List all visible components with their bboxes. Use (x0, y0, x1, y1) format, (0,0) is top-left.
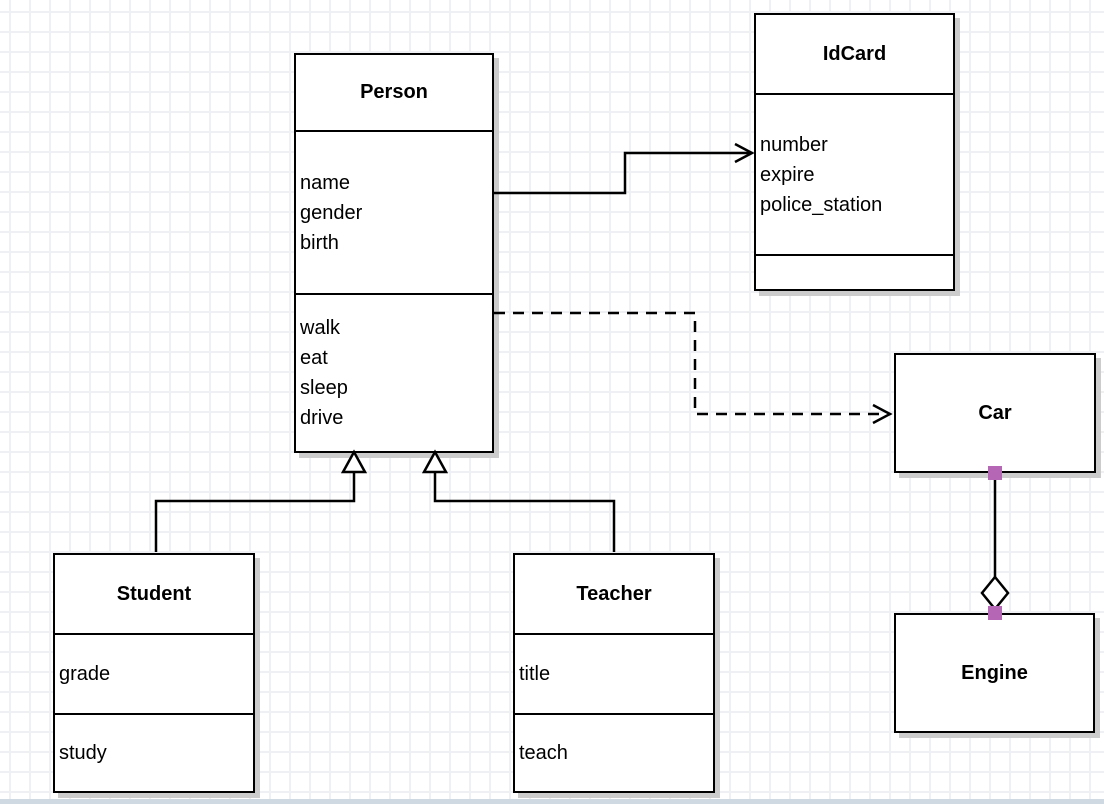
attributes-section-idcard: number expire police_station (756, 95, 953, 256)
dependency-person-car[interactable] (494, 311, 893, 425)
method-row: teach (519, 742, 568, 764)
class-title-car: Car (978, 401, 1012, 424)
method-row: study (59, 742, 107, 764)
generalization-student-person[interactable] (154, 449, 368, 552)
attributes-section-student: grade (55, 635, 253, 715)
class-box-idcard[interactable]: IdCard number expire police_station (754, 13, 955, 291)
class-box-teacher[interactable]: Teacher title teach (513, 553, 715, 793)
class-title-teacher: Teacher (515, 555, 713, 635)
association-person-idcard[interactable] (494, 142, 755, 195)
class-box-car[interactable]: Car (894, 353, 1096, 473)
attribute-row: name (300, 171, 351, 194)
attributes-section-person: name gender birth (296, 132, 492, 295)
attribute-row: expire (760, 163, 815, 186)
attribute-row: gender (300, 201, 363, 224)
methods-section-person: walk eat sleep drive (296, 295, 492, 451)
generalization-teacher-person[interactable] (421, 449, 616, 552)
methods-section-student: study (55, 715, 253, 791)
class-title-person: Person (296, 55, 492, 132)
methods-section-idcard (756, 256, 953, 289)
class-title-idcard: IdCard (756, 15, 953, 95)
inheritance-triangle-icon (340, 449, 368, 474)
method-row: eat (300, 347, 328, 369)
dependency-line[interactable] (494, 311, 886, 416)
attribute-row: grade (59, 663, 111, 685)
methods-section-teacher: teach (515, 715, 713, 791)
attribute-row: title (519, 663, 551, 685)
inheritance-triangle-icon (421, 449, 449, 474)
attribute-row: number (760, 133, 828, 156)
aggregation-diamond-icon (980, 575, 1010, 611)
class-box-person[interactable]: Person name gender birth walk eat sleep … (294, 53, 494, 453)
method-row: drive (300, 407, 344, 429)
class-box-engine[interactable]: Engine (894, 613, 1095, 733)
class-box-student[interactable]: Student grade study (53, 553, 255, 793)
attribute-row: police_station (760, 193, 883, 216)
association-line[interactable] (494, 151, 750, 195)
open-arrowhead-icon (734, 142, 755, 164)
class-title-student: Student (55, 555, 253, 635)
method-row: walk (300, 317, 341, 339)
open-arrowhead-icon (872, 403, 893, 425)
method-row: sleep (300, 377, 348, 399)
class-title-engine: Engine (961, 661, 1028, 684)
attribute-row: birth (300, 231, 339, 254)
window-bottom-edge (0, 799, 1104, 804)
aggregation-car-engine[interactable] (980, 466, 1010, 620)
generalization-line[interactable] (154, 473, 356, 552)
attributes-section-teacher: title (515, 635, 713, 715)
generalization-line[interactable] (433, 473, 616, 552)
